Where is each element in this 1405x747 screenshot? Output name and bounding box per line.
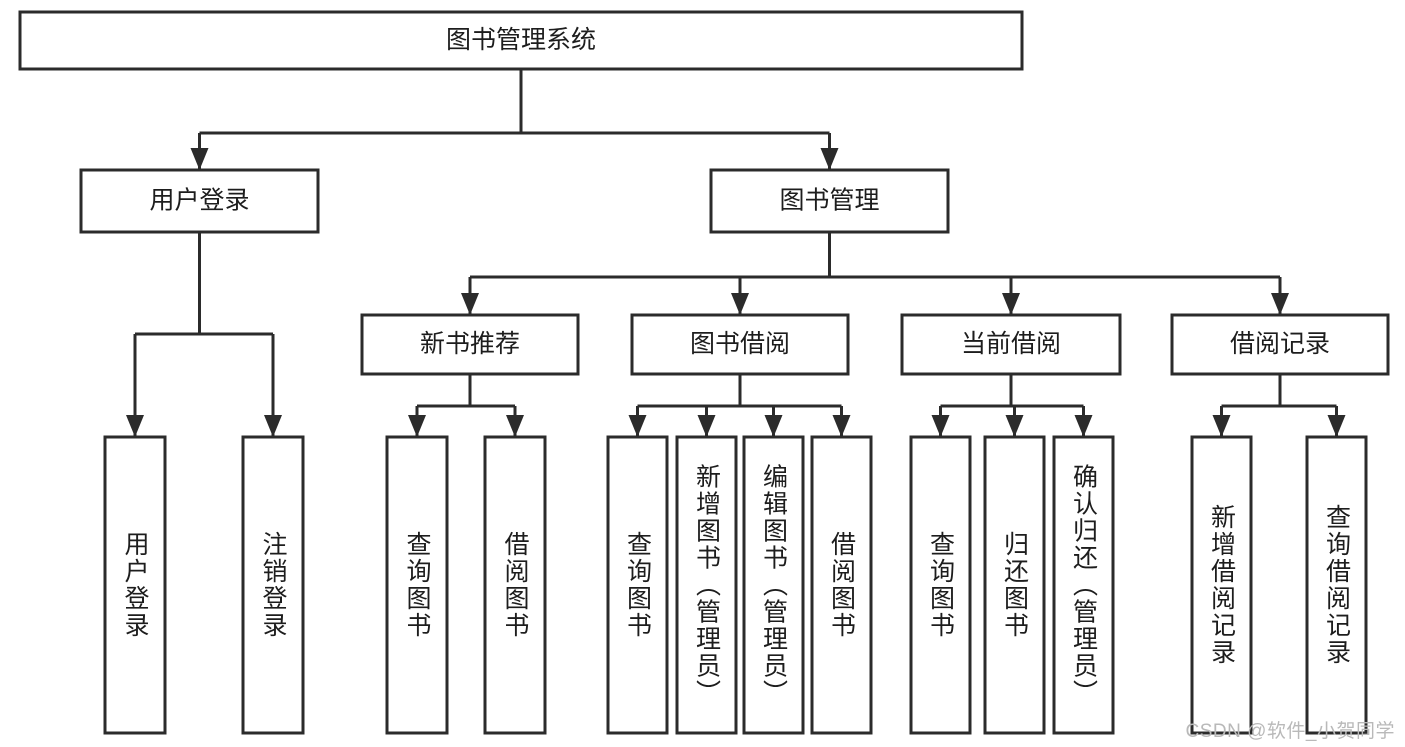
arrow-head-icon xyxy=(1327,415,1346,437)
arrow-head-icon xyxy=(1074,415,1093,437)
node-box xyxy=(742,435,805,735)
node-box xyxy=(103,435,167,735)
edge-group-new-book-recommend xyxy=(408,374,524,437)
node-label: 图书借阅 xyxy=(690,330,790,358)
node-leaf-return-book[interactable]: 归还图书 xyxy=(983,435,1046,735)
edge-group-borrow-record xyxy=(1212,374,1346,437)
node-box xyxy=(18,10,1024,71)
node-box xyxy=(1190,435,1253,735)
node-box xyxy=(79,168,320,234)
node-label: 新书推荐 xyxy=(420,330,520,358)
node-box xyxy=(709,168,950,234)
node-leaf-logout[interactable]: 注销登录 xyxy=(241,435,305,735)
node-leaf-add-book[interactable]: 新增图书（管理员） xyxy=(675,435,738,735)
node-label: 确认归还（管理员） xyxy=(1070,464,1099,707)
arrow-head-icon xyxy=(697,415,716,437)
node-label: 图书管理 xyxy=(779,187,879,215)
node-root-book-management-system[interactable]: 图书管理系统 xyxy=(18,10,1024,71)
node-box xyxy=(900,313,1122,376)
node-label: 归还图书 xyxy=(1001,531,1030,639)
arrow-head-icon xyxy=(506,415,524,437)
node-label: 用户登录 xyxy=(121,531,150,639)
node-label: 借阅图书 xyxy=(828,531,857,639)
node-label: 查询借阅记录 xyxy=(1323,504,1352,666)
node-label: 用户登录 xyxy=(149,187,249,215)
node-box xyxy=(1052,435,1115,735)
arrow-head-icon xyxy=(264,415,282,437)
node-leaf-edit-book[interactable]: 编辑图书（管理员） xyxy=(742,435,805,735)
node-label: 注销登录 xyxy=(259,531,288,639)
node-label: 图书管理系统 xyxy=(446,26,596,54)
node-label: 编辑图书（管理员） xyxy=(760,464,789,707)
arrow-head-icon xyxy=(1002,293,1020,315)
node-box xyxy=(630,313,850,376)
node-box xyxy=(909,435,972,735)
node-box xyxy=(1170,313,1390,376)
edges-layer xyxy=(126,69,1346,437)
arrow-head-icon xyxy=(1005,415,1024,437)
node-box xyxy=(1305,435,1368,735)
arrow-head-icon xyxy=(628,415,647,437)
node-box xyxy=(606,435,669,735)
node-box xyxy=(983,435,1046,735)
node-leaf-confirm-return[interactable]: 确认归还（管理员） xyxy=(1052,435,1115,735)
node-box xyxy=(385,435,449,735)
node-leaf-query-book-1[interactable]: 查询图书 xyxy=(385,435,449,735)
arrow-head-icon xyxy=(764,415,783,437)
node-new-book-recommend[interactable]: 新书推荐 xyxy=(360,313,580,376)
node-leaf-borrow-book-1[interactable]: 借阅图书 xyxy=(483,435,547,735)
nodes-layer: 图书管理系统用户登录图书管理新书推荐图书借阅当前借阅借阅记录用户登录注销登录查询… xyxy=(18,10,1390,735)
edge-group-current-borrow xyxy=(931,374,1093,437)
edge-group-user-login xyxy=(126,232,282,437)
edge-group-root xyxy=(190,69,839,170)
node-leaf-query-record[interactable]: 查询借阅记录 xyxy=(1305,435,1368,735)
arrow-head-icon xyxy=(820,148,839,170)
node-box xyxy=(241,435,305,735)
node-label: 借阅记录 xyxy=(1230,330,1330,358)
node-box xyxy=(675,435,738,735)
node-box xyxy=(483,435,547,735)
node-label: 查询图书 xyxy=(927,531,956,639)
node-leaf-query-book-2[interactable]: 查询图书 xyxy=(606,435,669,735)
arrow-head-icon xyxy=(1212,415,1231,437)
node-box xyxy=(810,435,873,735)
node-label: 当前借阅 xyxy=(961,330,1061,358)
node-book-borrow[interactable]: 图书借阅 xyxy=(630,313,850,376)
node-box xyxy=(360,313,580,376)
arrow-head-icon xyxy=(731,293,749,315)
node-book-manage[interactable]: 图书管理 xyxy=(709,168,950,234)
node-leaf-borrow-book-2[interactable]: 借阅图书 xyxy=(810,435,873,735)
node-leaf-user-login[interactable]: 用户登录 xyxy=(103,435,167,735)
node-label: 新增借阅记录 xyxy=(1208,504,1237,666)
node-label: 查询图书 xyxy=(403,531,432,639)
node-leaf-query-book-3[interactable]: 查询图书 xyxy=(909,435,972,735)
node-borrow-record[interactable]: 借阅记录 xyxy=(1170,313,1390,376)
node-current-borrow[interactable]: 当前借阅 xyxy=(900,313,1122,376)
arrow-head-icon xyxy=(931,415,950,437)
node-leaf-add-record[interactable]: 新增借阅记录 xyxy=(1190,435,1253,735)
arrow-head-icon xyxy=(408,415,426,437)
node-label: 查询图书 xyxy=(624,531,653,639)
arrow-head-icon xyxy=(126,415,144,437)
arrow-head-icon xyxy=(190,148,209,170)
node-user-login[interactable]: 用户登录 xyxy=(79,168,320,234)
arrow-head-icon xyxy=(1271,293,1289,315)
arrow-head-icon xyxy=(461,293,479,315)
edge-group-book-manage xyxy=(461,232,1289,315)
arrow-head-icon xyxy=(832,415,851,437)
node-label: 新增图书（管理员） xyxy=(693,464,722,707)
node-label: 借阅图书 xyxy=(501,531,530,639)
edge-group-book-borrow xyxy=(628,374,851,437)
